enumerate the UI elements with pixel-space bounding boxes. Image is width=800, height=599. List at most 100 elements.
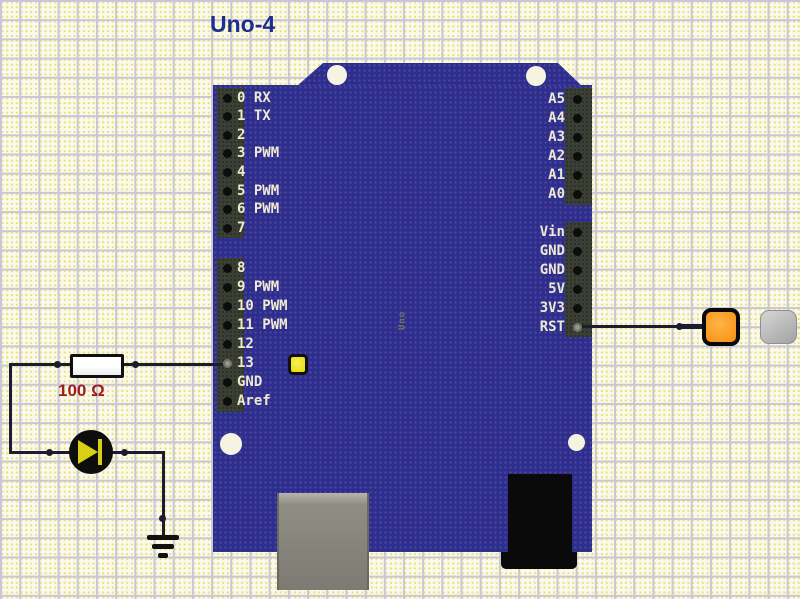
pin-d6[interactable]	[223, 205, 232, 214]
pin-d13[interactable]	[223, 359, 232, 368]
pin-header-strip-power	[565, 222, 592, 337]
pin-row-vin: Vin	[462, 223, 592, 242]
wire-to-ground[interactable]	[162, 451, 165, 520]
wire-left-vertical[interactable]	[9, 363, 12, 454]
ground-bar-1[interactable]	[147, 535, 179, 540]
pin-3v3[interactable]	[573, 304, 582, 313]
pin-d9[interactable]	[223, 283, 232, 292]
pin-label-d13: 13	[237, 355, 254, 371]
pin-gnd1[interactable]	[573, 247, 582, 256]
pin-label-d3: 3 PWM	[237, 145, 280, 161]
pin-row-rst: RST	[462, 318, 592, 337]
wire-node[interactable]	[132, 361, 139, 368]
pin-row-d5: 5 PWM	[217, 182, 347, 201]
pin-d11[interactable]	[223, 321, 232, 330]
pin-label-3v3: 3V3	[539, 300, 565, 316]
pin-d7[interactable]	[223, 224, 232, 233]
ground-bar-2	[152, 544, 174, 549]
pin-label-d12: 12	[237, 336, 254, 352]
pin-a2[interactable]	[573, 152, 582, 161]
pin-a5[interactable]	[573, 95, 582, 104]
wire-resistor-pin13[interactable]	[121, 363, 229, 366]
pin-label-a0: A0	[548, 186, 565, 202]
pin-d3[interactable]	[223, 149, 232, 158]
pin-5v[interactable]	[573, 285, 582, 294]
pin-label-rst: RST	[539, 319, 565, 335]
mounting-hole	[327, 65, 347, 85]
pin-a4[interactable]	[573, 114, 582, 123]
pin-d12[interactable]	[223, 340, 232, 349]
pin-label-a5: A5	[548, 91, 565, 107]
resistor-value-label[interactable]: 100 Ω	[58, 381, 105, 400]
pin-header-strip-analog	[565, 88, 592, 205]
wire-node[interactable]	[676, 323, 683, 330]
pin-row-aref: Aref	[217, 392, 347, 411]
pin-gnd2[interactable]	[573, 266, 582, 275]
wire-node[interactable]	[46, 449, 53, 456]
pin-row-a5: A5	[462, 90, 592, 109]
wire-rst-button[interactable]	[578, 325, 680, 328]
pin-d0[interactable]	[223, 94, 232, 103]
wire-resistor-left[interactable]	[9, 363, 70, 366]
pin-label-d10: 10 PWM	[237, 298, 288, 314]
pin-row-d6: 6 PWM	[217, 200, 347, 219]
ground-stem[interactable]	[162, 518, 165, 537]
board-silkscreen-text: Uno	[397, 310, 408, 331]
pin-a1[interactable]	[573, 171, 582, 180]
pin-label-gnd-left: GND	[237, 374, 263, 390]
pin-label-gnd1: GND	[539, 243, 565, 259]
pin-d2[interactable]	[223, 131, 232, 140]
resistor-100ohm[interactable]	[70, 354, 124, 378]
pin-d10[interactable]	[223, 302, 232, 311]
pin-aref[interactable]	[223, 397, 232, 406]
mounting-hole	[526, 66, 546, 86]
pin-row-gnd-left: GND	[217, 373, 347, 392]
wire-node[interactable]	[121, 449, 128, 456]
pin-row-d0: 0 RX	[217, 89, 347, 108]
pin-label-d0: 0 RX	[237, 90, 271, 106]
pin-d4[interactable]	[223, 168, 232, 177]
pin-a3[interactable]	[573, 133, 582, 142]
pin-vin[interactable]	[573, 228, 582, 237]
pin-label-gnd2: GND	[539, 262, 565, 278]
push-button[interactable]	[702, 308, 740, 346]
pin-row-d1: 1 TX	[217, 107, 347, 126]
pin-label-a4: A4	[548, 110, 565, 126]
onboard-led-13	[288, 354, 308, 375]
power-jack	[508, 474, 572, 554]
component-label-uno4[interactable]: Uno-4	[210, 11, 276, 37]
wire-led-cathode[interactable]	[102, 451, 165, 454]
power-jack-flange	[501, 552, 577, 569]
pin-row-a0: A0	[462, 185, 592, 204]
wire-led-anode[interactable]	[9, 451, 78, 454]
pin-row-a1: A1	[462, 166, 592, 185]
mounting-hole	[568, 434, 585, 451]
led-anode-triangle	[78, 440, 98, 464]
pin-a0[interactable]	[573, 190, 582, 199]
pin-row-gnd2: GND	[462, 261, 592, 280]
pin-label-vin: Vin	[539, 224, 565, 240]
pin-label-5v: 5V	[548, 281, 565, 297]
pin-label-a2: A2	[548, 148, 565, 164]
arduino-uno-board[interactable]	[213, 85, 592, 552]
pin-row-d9: 9 PWM	[217, 278, 347, 297]
pin-rst[interactable]	[573, 323, 582, 332]
button-lead	[678, 324, 704, 329]
pin-row-d3: 3 PWM	[217, 144, 347, 163]
pin-label-d5: 5 PWM	[237, 183, 280, 199]
pin-row-d7: 7	[217, 219, 347, 238]
wire-node[interactable]	[54, 361, 61, 368]
pin-row-3v3: 3V3	[462, 299, 592, 318]
pin-d1[interactable]	[223, 112, 232, 121]
pin-d8[interactable]	[223, 264, 232, 273]
pin-label-d7: 7	[237, 220, 246, 236]
mounting-hole	[220, 433, 242, 455]
pin-gnd-left[interactable]	[223, 378, 232, 387]
wire-node[interactable]	[159, 515, 166, 522]
button-pad[interactable]	[760, 310, 797, 344]
pin-d5[interactable]	[223, 187, 232, 196]
pin-row-d2: 2	[217, 126, 347, 145]
pin-row-d13: 13	[217, 354, 347, 373]
pin-label-d9: 9 PWM	[237, 279, 280, 295]
